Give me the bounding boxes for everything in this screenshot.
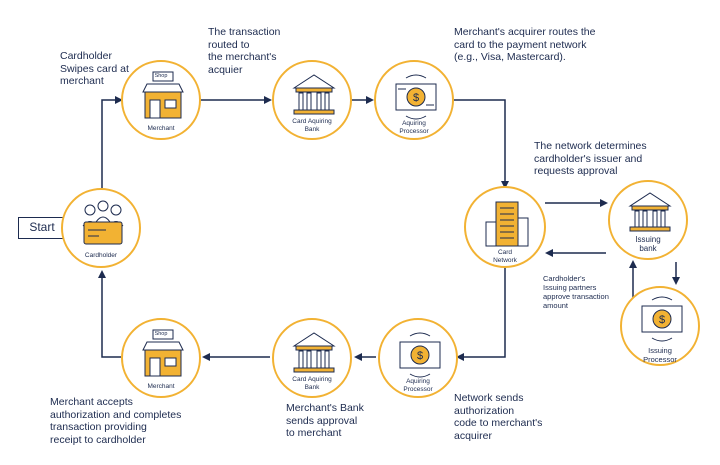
arrow-processor-to-network <box>454 99 509 189</box>
acquiring-bank-node-bottom: Card Aquiring Bank <box>272 318 352 398</box>
card-network-label: Card Network <box>493 249 517 264</box>
issuing-bank-node: Issuing bank <box>608 180 688 260</box>
arrow-cardholder-to-merchant <box>101 96 123 188</box>
start-box: Start <box>18 217 66 239</box>
note-network-determines: The network determines cardholder's issu… <box>534 140 647 177</box>
note-bank-sends: Merchant's Bank sends approval to mercha… <box>286 402 364 439</box>
office-building-icon <box>485 201 529 247</box>
svg-text:$: $ <box>659 314 665 326</box>
note-cardholder-swipes: Cardholder Swipes card at merchant <box>60 50 129 87</box>
merchant-top-sign: Shop <box>154 73 168 79</box>
acquiring-processor-node-bottom: $ Aquiring Processor <box>378 318 458 398</box>
note-issuing-partners: Cardholder's Issuing partners approve tr… <box>543 274 609 310</box>
acquiring-processor-top-label: Aquiring Processor <box>399 120 429 135</box>
cardholder-label: Cardholder <box>84 252 118 259</box>
people-with-card-icon <box>82 200 124 245</box>
shop-icon <box>142 71 184 119</box>
arrow-merchant-to-cardholder <box>98 270 121 358</box>
issuing-processor-label: Issuing Processor <box>643 346 677 364</box>
svg-text:$: $ <box>413 92 419 104</box>
shop-icon <box>142 329 184 377</box>
merchant-bottom-sign: Shop <box>154 331 168 337</box>
card-network-node: Card Network <box>464 186 546 268</box>
bank-building-icon <box>628 192 672 232</box>
merchant-bottom-label: Merchant <box>147 383 175 390</box>
issuing-bank-label: Issuing bank <box>635 235 661 253</box>
note-merchant-accepts: Merchant accepts authorization and compl… <box>50 396 182 446</box>
acquiring-bank-bottom-label: Card Aquiring Bank <box>292 376 332 391</box>
merchant-node-bottom: Shop Merchant <box>121 318 201 398</box>
acquiring-bank-node-top: Card Aquiring Bank <box>272 60 352 140</box>
merchant-top-label: Merchant <box>147 125 175 132</box>
note-network-sends: Network sends authorization code to merc… <box>454 392 543 442</box>
note-transaction-routed: The transaction routed to the merchant's… <box>208 26 281 76</box>
cash-exchange-icon: $ <box>399 332 441 378</box>
cash-exchange-icon: $ <box>395 74 437 120</box>
arrow-network-to-processor <box>456 268 506 361</box>
issuing-processor-node: $ Issuing Processor <box>620 286 700 366</box>
bank-building-icon <box>292 332 336 373</box>
svg-text:$: $ <box>417 350 423 362</box>
acquiring-processor-node-top: $ Aquiring Processor <box>374 60 454 140</box>
cardholder-node: Cardholder <box>61 188 141 268</box>
cash-exchange-icon: $ <box>641 296 683 342</box>
acquiring-bank-top-label: Card Aquiring Bank <box>292 118 332 133</box>
acquiring-processor-bottom-label: Aquiring Processor <box>403 378 433 393</box>
note-acquirer-routes: Merchant's acquirer routes the card to t… <box>454 26 596 63</box>
merchant-node-top: Shop Merchant <box>121 60 201 140</box>
bank-building-icon <box>292 74 336 115</box>
